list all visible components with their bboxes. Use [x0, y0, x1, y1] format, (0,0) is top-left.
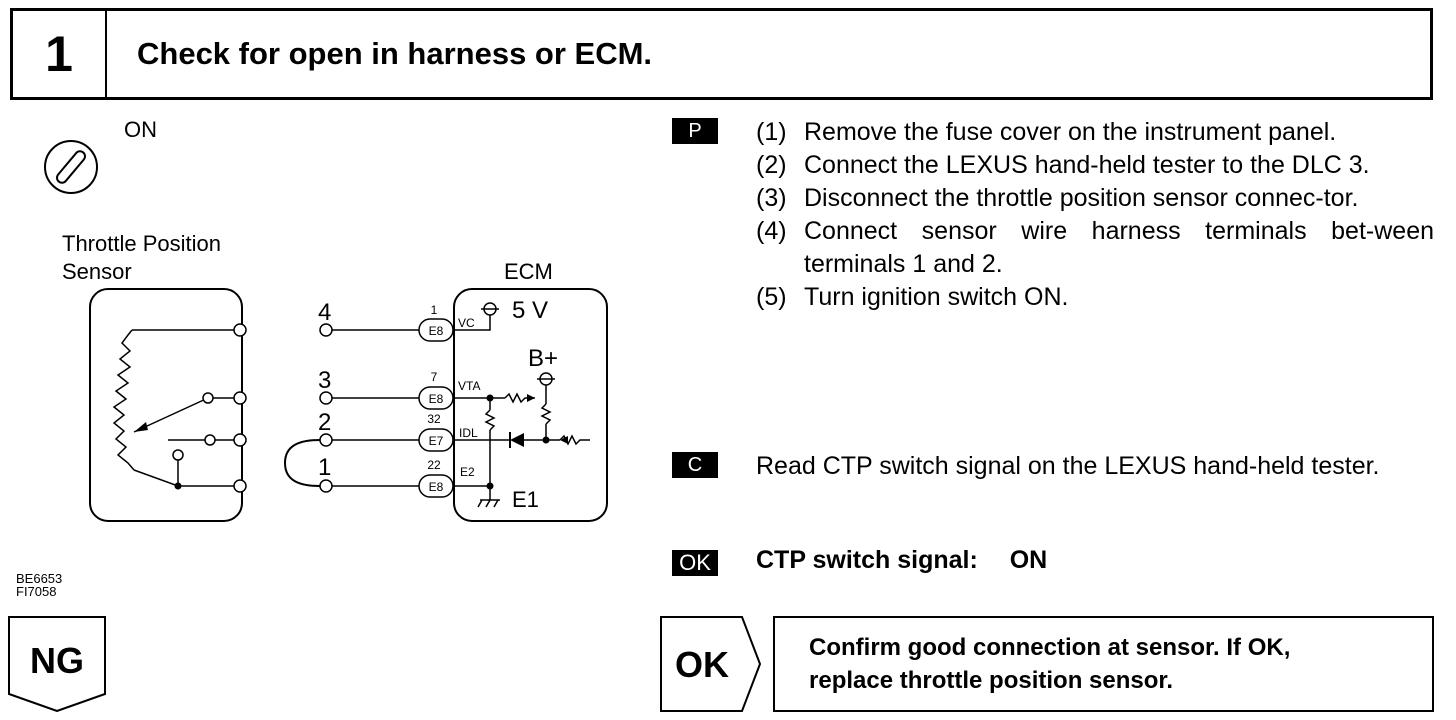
procedure-step: (5) Turn ignition switch ON.: [756, 283, 1069, 311]
procedure-step: (2) Connect the LEXUS hand-held tester t…: [756, 151, 1370, 179]
sensor-label-line1: Throttle Position: [62, 231, 221, 256]
procedure-steps: (1) Remove the fuse cover on the instrum…: [756, 116, 1434, 314]
step-title: Check for open in harness or ECM.: [137, 36, 653, 71]
figure-codes: BE6653 FI7058: [16, 572, 62, 598]
step-header: 1 Check for open in harness or ECM.: [10, 8, 1433, 100]
connector-idl: E7 32 IDL: [418, 412, 478, 452]
check-badge: C: [672, 452, 718, 478]
ok-badge: OK: [672, 550, 718, 576]
connector-e2: E8 22 E2: [418, 458, 475, 498]
figure-code: BE6653: [16, 571, 63, 586]
svg-text:32: 32: [427, 412, 441, 426]
ecm-box: [453, 288, 608, 522]
jumper-wire: [283, 439, 321, 487]
result-value: ON: [1009, 546, 1048, 574]
wire-number-1: 1: [318, 454, 331, 481]
step-number: 1: [13, 11, 107, 97]
ecm-label: ECM: [504, 259, 553, 284]
svg-text:E7: E7: [429, 434, 444, 448]
connector-vta: E8 7 VTA: [418, 370, 480, 410]
supply-b-plus-label: B+: [528, 345, 558, 372]
svg-text:VC: VC: [458, 316, 475, 330]
prep-badge: P: [672, 118, 718, 144]
ok-label: OK: [675, 644, 729, 685]
svg-text:VTA: VTA: [458, 379, 480, 393]
connector-vc: E8 1 VC: [418, 303, 475, 342]
ng-flag: NG: [8, 616, 106, 712]
wire-number-2: 2: [318, 409, 331, 436]
ok-action-box: Confirm good connection at sensor. If OK…: [773, 616, 1434, 712]
expected-result: CTP switch signal: ON: [756, 546, 1047, 575]
procedure-step: (4) Connect sensor wire harness terminal…: [756, 217, 1434, 278]
ok-flag: OK: [660, 616, 762, 712]
check-instruction: Read CTP switch signal on the LEXUS hand…: [756, 452, 1380, 480]
supply-5v-label: 5 V: [512, 297, 548, 324]
ecm-circuit: [453, 302, 590, 508]
procedure-step: (1) Remove the fuse cover on the instrum…: [756, 118, 1337, 146]
svg-text:E8: E8: [429, 324, 444, 338]
wire-number-3: 3: [318, 367, 331, 394]
ignition-switch-icon: [44, 140, 98, 194]
svg-text:7: 7: [431, 370, 438, 384]
ng-label: NG: [30, 640, 84, 681]
wiring-diagram: ON Throttle Position Sensor ECM: [44, 117, 608, 522]
result-label: CTP switch signal:: [756, 546, 978, 574]
svg-text:E2: E2: [460, 465, 475, 479]
svg-text:E8: E8: [429, 480, 444, 494]
throttle-position-sensor: [89, 288, 247, 522]
wire-number-4: 4: [318, 299, 331, 326]
ok-message-line: Confirm good connection at sensor. If OK…: [809, 634, 1291, 661]
procedure-step: (3) Disconnect the throttle position sen…: [756, 184, 1359, 212]
ground-e1-label: E1: [512, 487, 539, 512]
svg-text:IDL: IDL: [459, 426, 478, 440]
svg-text:22: 22: [427, 458, 441, 472]
ignition-on-label: ON: [124, 117, 157, 142]
figure-code: FI7058: [16, 584, 57, 599]
ok-message-line: replace throttle position sensor.: [809, 667, 1174, 694]
harness-wires: [283, 323, 420, 493]
svg-text:E8: E8: [429, 392, 444, 406]
svg-text:1: 1: [431, 303, 438, 317]
sensor-label-line2: Sensor: [62, 259, 132, 284]
